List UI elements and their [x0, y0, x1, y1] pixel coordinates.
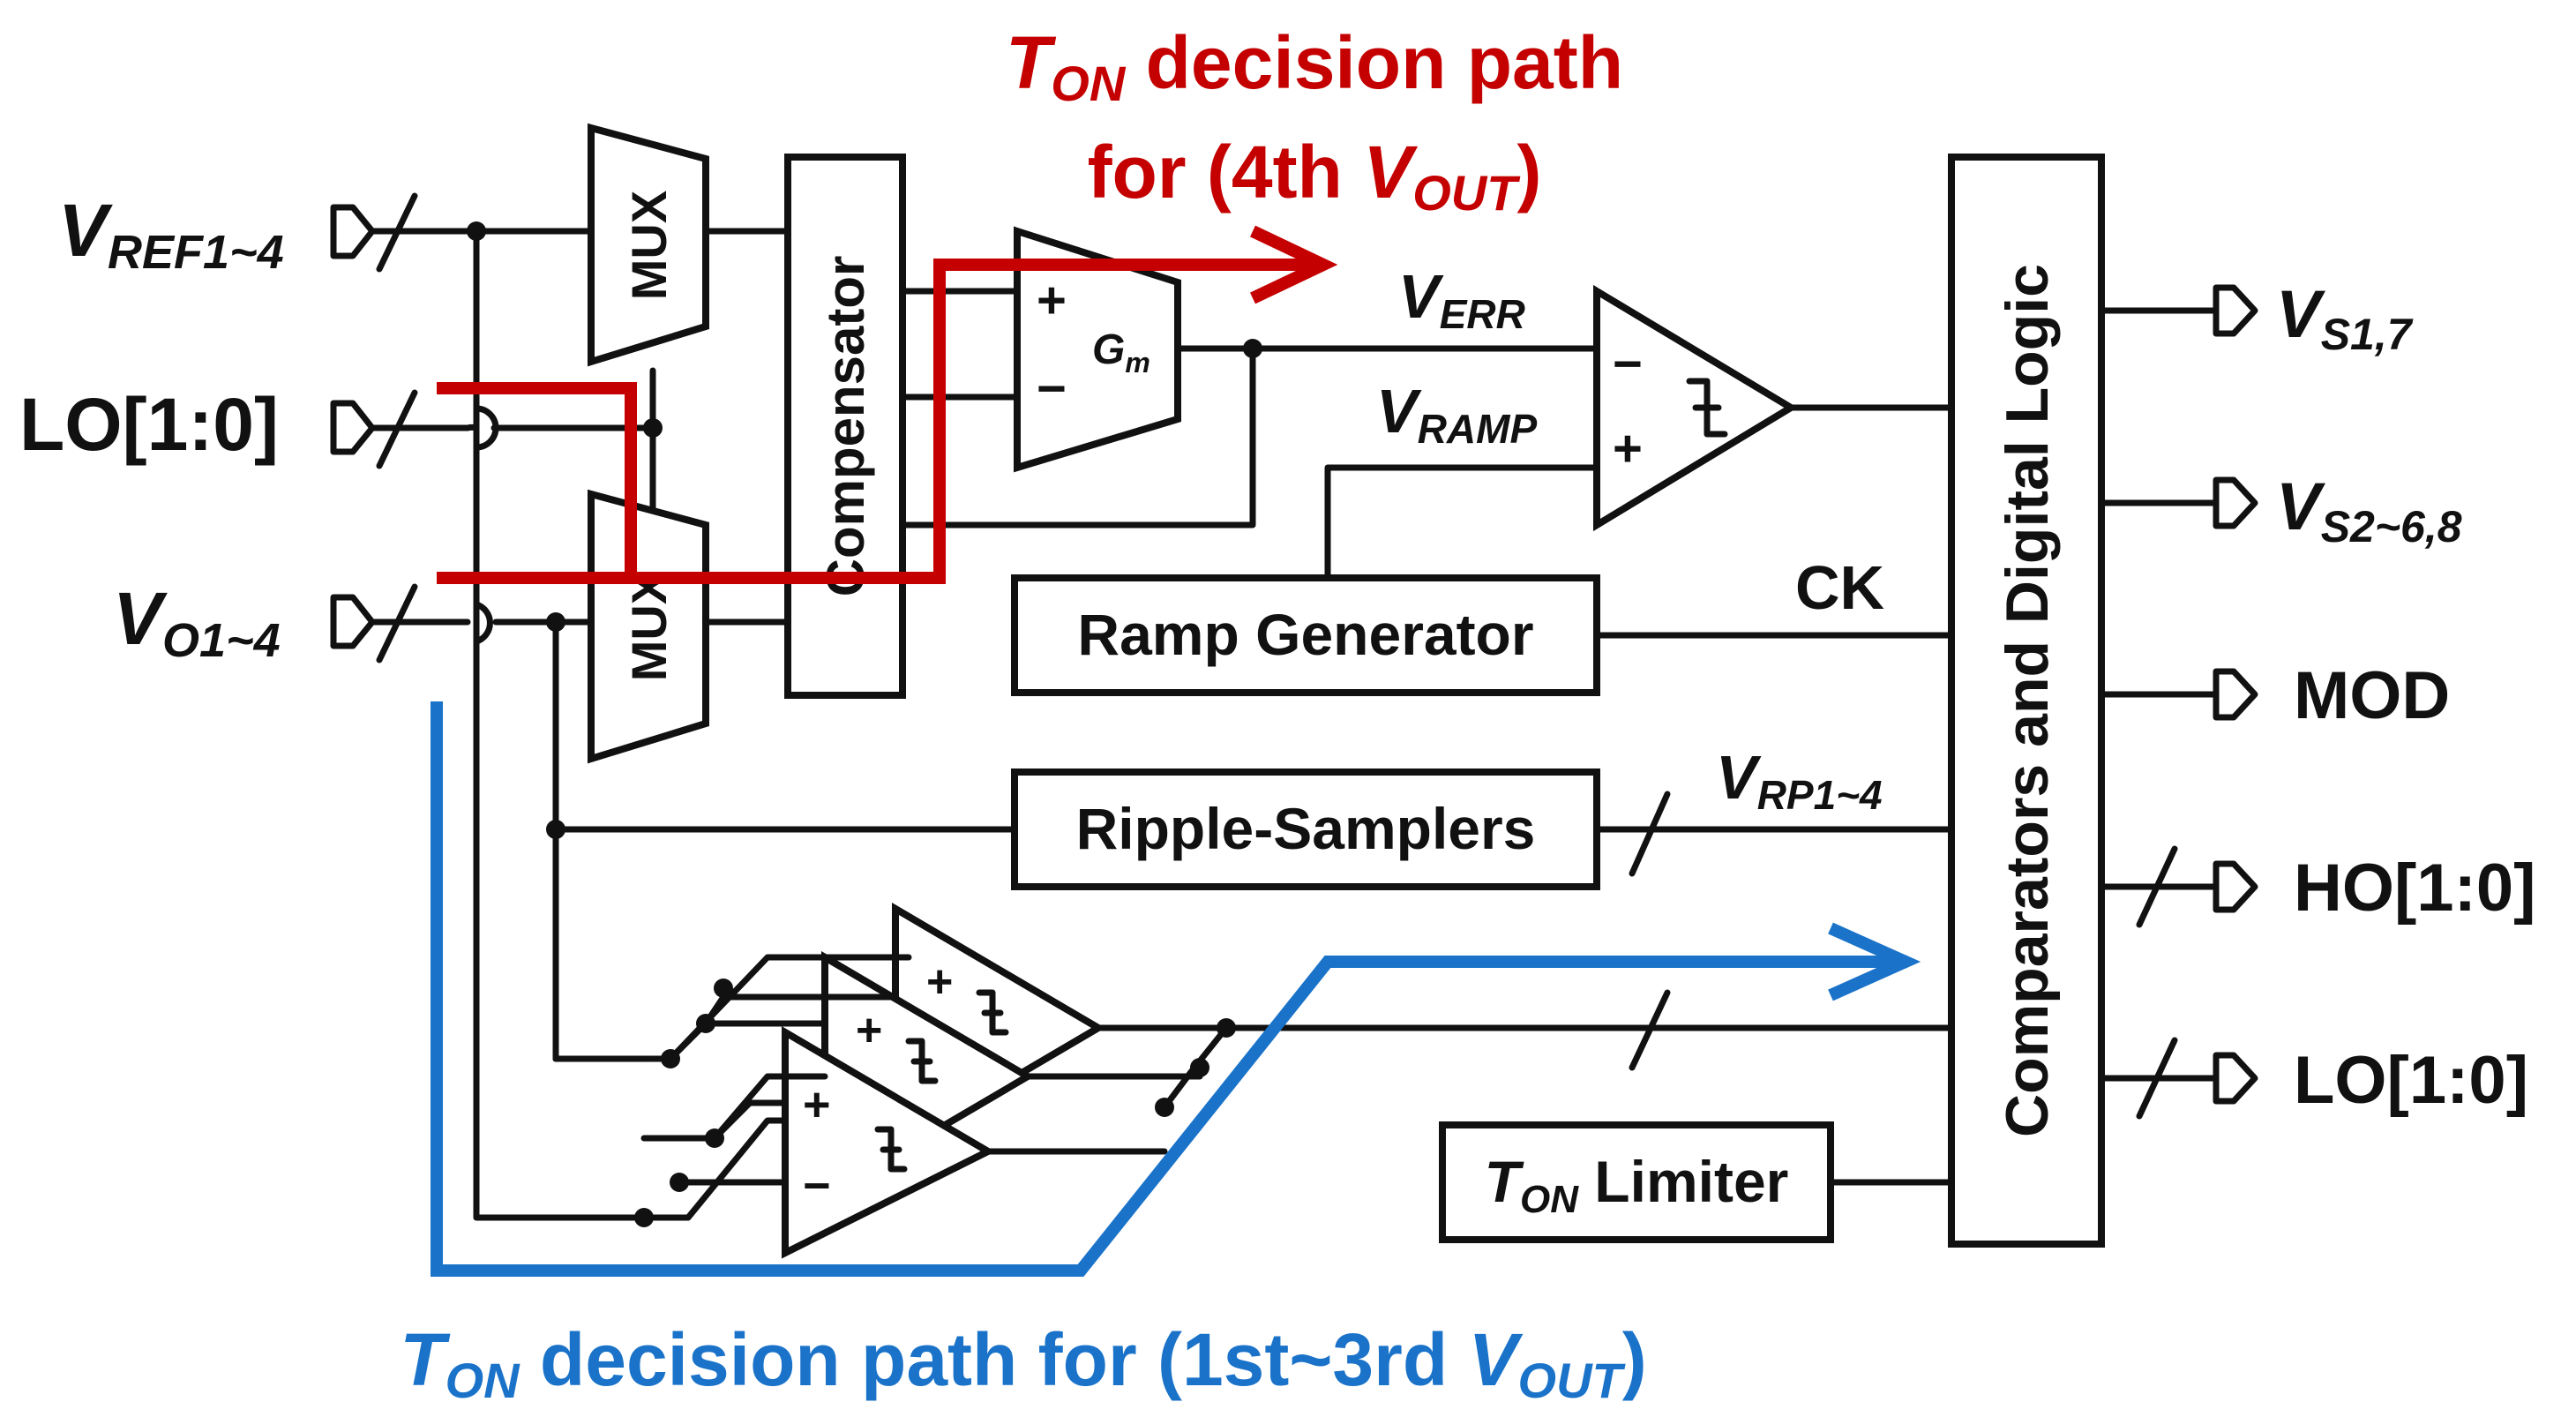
- mux-top: MUX: [588, 123, 709, 367]
- blue-decision-path: [431, 701, 1921, 1277]
- pwm-comparator: − +: [1593, 284, 1798, 532]
- hysteresis-icon: [905, 1038, 939, 1084]
- ramp-generator-block: Ramp Generator: [1011, 574, 1600, 696]
- mux-bottom-label: MUX: [621, 572, 677, 681]
- output-port-lo: [2098, 1037, 2258, 1120]
- vref-bus-wiring: [467, 221, 648, 1221]
- ripple-comparator-1-minus: −: [803, 1159, 831, 1212]
- compensator-label: Compensator: [816, 256, 875, 597]
- digital-logic-label: Comparators and Digital Logic: [1994, 264, 2061, 1137]
- hysteresis-icon: [874, 1126, 908, 1173]
- verr-label: VERR: [1398, 262, 1525, 337]
- output-port-vs268: [2098, 476, 2258, 529]
- blue-path-title: TON decision path for (1st~3rd VOUT): [400, 1318, 1646, 1408]
- vramp-wiring: [1324, 464, 1600, 581]
- vramp-label: VRAMP: [1376, 377, 1537, 452]
- vo-input-label: VO1~4: [113, 577, 281, 667]
- compensator-output-wiring: [899, 288, 1256, 529]
- hysteresis-icon: [976, 989, 1009, 1036]
- ripple-comparator-1-plus: +: [803, 1078, 831, 1131]
- mux-bottom: MUX: [588, 489, 709, 764]
- mod-output-label: MOD: [2294, 658, 2450, 733]
- output-port-vs17: [2098, 284, 2258, 337]
- pwm-comparator-plus: +: [1613, 420, 1643, 477]
- blue-arrow-head: [1828, 922, 1921, 1001]
- hysteresis-icon: [1686, 378, 1728, 438]
- ck-label: CK: [1795, 553, 1884, 622]
- gm-amplifier: + − Gm: [1014, 226, 1181, 473]
- gm-minus-symbol: −: [1037, 360, 1067, 417]
- ramp-generator-label: Ramp Generator: [1077, 602, 1533, 667]
- comparator-output-wiring: [985, 989, 1955, 1155]
- input-port-lo: [330, 389, 471, 469]
- digital-logic-block: Comparators and Digital Logic: [1948, 154, 2105, 1248]
- ton-limiter-label: TON Limiter: [1485, 1149, 1789, 1221]
- pwm-comparator-minus: −: [1613, 335, 1643, 393]
- vrp-label: VRP1~4: [1716, 743, 1883, 818]
- lo-hop-wires: [464, 405, 499, 645]
- vs268-output-label: VS2~6,8: [2276, 469, 2462, 551]
- red-arrow-head: [1249, 225, 1338, 304]
- red-path-title-line2: for (4th VOUT): [1088, 131, 1542, 221]
- lo-output-label: LO[1:0]: [2294, 1043, 2528, 1118]
- gm-label: Gm: [1092, 326, 1150, 379]
- ho-output-label: HO[1:0]: [2294, 851, 2535, 926]
- vrp-bus-wiring: [1593, 791, 1955, 877]
- verr-wiring: [1174, 339, 1600, 358]
- ripple-comparator-1: + −: [782, 1026, 996, 1259]
- compensator-block: Compensator: [784, 154, 906, 699]
- ripple-samplers-label: Ripple-Samplers: [1076, 796, 1536, 861]
- lo-input-label: LO[1:0]: [19, 383, 279, 466]
- input-port-vo: [330, 583, 471, 664]
- ripple-samplers-block: Ripple-Samplers: [1011, 768, 1600, 890]
- input-port-vref: [330, 192, 480, 273]
- red-path-title-line1: TON decision path: [1006, 21, 1623, 111]
- output-port-mod: [2098, 668, 2258, 721]
- ripple-comparator-2-plus: +: [856, 1005, 882, 1056]
- vref-input-label: VREF1~4: [58, 189, 284, 279]
- comparator-input-wiring: [552, 954, 912, 1227]
- output-port-ho: [2098, 845, 2258, 928]
- ton-limiter-block: TON Limiter: [1439, 1121, 1834, 1243]
- vs17-output-label: VS1,7: [2276, 277, 2414, 359]
- gm-plus-symbol: +: [1037, 272, 1067, 329]
- mux-top-label: MUX: [621, 191, 677, 300]
- ripple-comparator-3-plus: +: [926, 956, 953, 1008]
- red-decision-path: [437, 225, 1338, 584]
